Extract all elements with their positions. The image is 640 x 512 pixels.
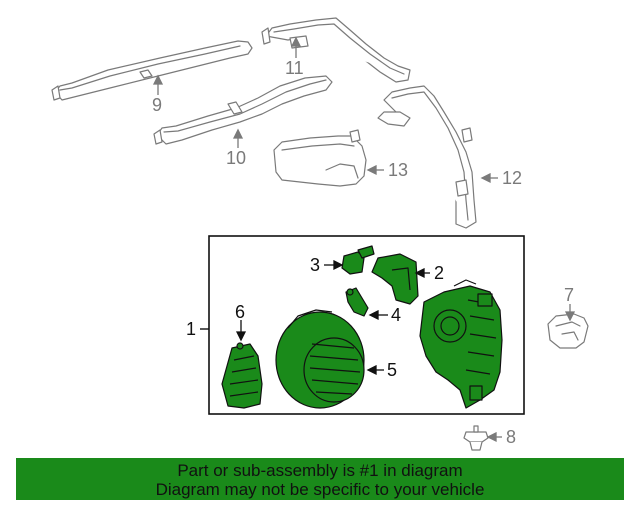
callout-5: 5: [387, 360, 398, 380]
arrow-3: [333, 259, 344, 271]
callout-9: 9: [152, 95, 163, 115]
callout-1: 1: [186, 319, 197, 339]
callout-7: 7: [564, 285, 575, 305]
callout-3: 3: [310, 255, 321, 275]
part-7-bracket: [547, 313, 589, 349]
part-4-actuator: [345, 287, 369, 317]
part-6-filter: [221, 342, 263, 409]
arrow-11: [290, 36, 302, 47]
part-13-cover: [273, 129, 367, 187]
disclaimer-banner: Part or sub-assembly is #1 in diagram Di…: [16, 458, 624, 500]
arrow-2: [414, 267, 425, 279]
callout-11: 11: [285, 58, 304, 78]
part-12-duct: [377, 85, 477, 229]
arrow-7: [564, 311, 576, 322]
arrow-6: [235, 331, 247, 342]
part-10-duct: [153, 75, 333, 145]
callout-4: 4: [391, 305, 402, 325]
part-8-fastener: [463, 425, 489, 451]
part-9-duct: [51, 40, 253, 101]
callout-12: 12: [502, 168, 523, 188]
sub-assembly-box: [208, 235, 525, 415]
part-2-bracket: [371, 253, 419, 305]
callout-6: 6: [235, 302, 246, 322]
callout-10: 10: [226, 148, 247, 168]
arrow-12: [480, 172, 491, 184]
banner-line-2: Diagram may not be specific to your vehi…: [155, 480, 485, 499]
part-11-duct: [261, 17, 411, 83]
part-5-blower: [275, 309, 365, 409]
callout-2: 2: [434, 263, 445, 283]
arrow-9: [152, 74, 164, 85]
arrow-5: [366, 364, 377, 376]
banner-line-1: Part or sub-assembly is #1 in diagram: [177, 461, 463, 480]
arrow-13: [366, 164, 377, 176]
callout-8: 8: [506, 427, 517, 447]
callout-13: 13: [388, 160, 409, 180]
part-3-resistor: [341, 245, 375, 275]
arrow-10: [232, 128, 244, 139]
arrow-4: [368, 309, 379, 321]
parts-diagram: [51, 17, 589, 451]
blower-housing: [419, 279, 503, 409]
parts-diagram-drawing: [51, 17, 589, 451]
arrow-8: [486, 431, 497, 443]
